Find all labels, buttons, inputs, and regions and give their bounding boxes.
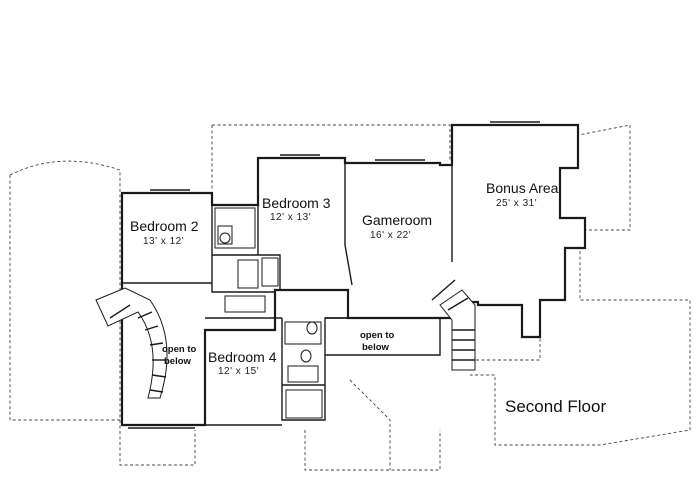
gameroom-name: Gameroom [362,212,432,228]
bedroom4-size: 12' x 15' [218,366,259,377]
bedroom3-name: Bedroom 3 [262,195,331,211]
bath-fixtures [217,225,319,383]
open-to-below-left-line2: below [164,356,192,367]
roof-outline [9,124,691,471]
interior-walls [122,163,456,426]
bedroom4-name: Bedroom 4 [208,349,277,365]
bedroom3-size: 12' x 13' [270,212,311,223]
straight-staircase [439,289,476,371]
windows [128,121,540,429]
bonus-area-name: Bonus Area [486,180,559,196]
exterior-walls [120,123,587,427]
open-to-below-right-line1: open to [360,330,394,341]
bedroom2-size: 13' x 12' [143,236,184,247]
gameroom-size: 16' x 22' [370,230,411,241]
open-to-below-right-line2: below [362,342,390,353]
curved-staircase [95,287,168,399]
bonus-area-size: 25' x 31' [496,198,537,209]
open-to-below-left-line1: open to [162,344,196,355]
bedroom2-name: Bedroom 2 [130,218,199,234]
floor-label: Second Floor [505,397,606,416]
